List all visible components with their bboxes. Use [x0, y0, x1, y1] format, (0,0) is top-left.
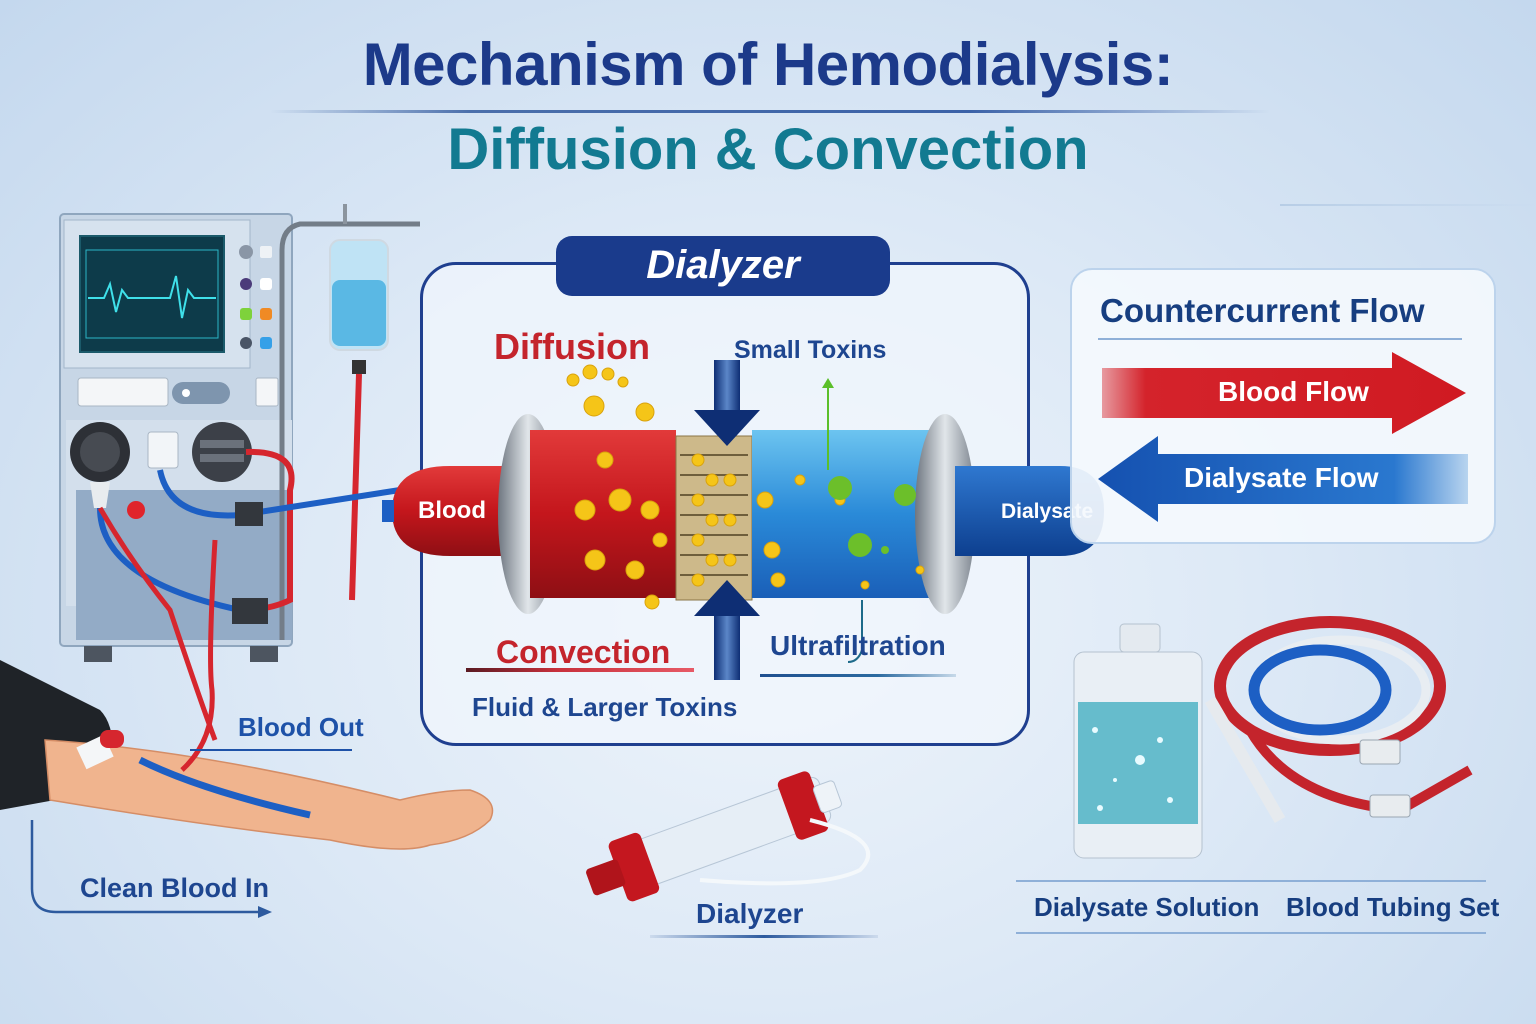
dialyzer-cartridge-label: Dialyzer [696, 898, 804, 929]
clean-blood-in-arrowhead-icon [258, 906, 272, 918]
dialyzer-panel-header: Dialyzer [556, 236, 890, 296]
dialysate-outlet-cap [955, 466, 1104, 556]
components-divider-bottom [1016, 932, 1486, 934]
right-end-ring [915, 414, 975, 614]
cannula-red-cap [100, 730, 124, 748]
diffusion-label: Diffusion [494, 326, 650, 367]
jug-cap [1119, 623, 1161, 653]
control-buttons [70, 245, 279, 519]
dialyzer-cross-section [382, 360, 1104, 680]
tubing-connector-2 [1369, 794, 1411, 818]
large-toxin-particles [828, 476, 916, 557]
pressure-arrow-down-icon [694, 360, 760, 446]
subtitle: Diffusion & Convection [447, 117, 1089, 182]
clean-blood-in-arrow-icon [30, 820, 262, 914]
blood-flow-label: Blood Flow [1218, 376, 1369, 407]
jug-bubbles [1092, 727, 1173, 811]
title-divider [270, 110, 1270, 113]
red-tubing-coil [1214, 616, 1446, 756]
fluid-larger-toxins-label: Fluid & Larger Toxins [472, 692, 738, 722]
convection-label: Convection [496, 634, 671, 670]
membrane-pores [680, 454, 748, 576]
ultrafiltration-arrow-icon [847, 600, 863, 663]
main-title: Mechanism of Hemodialysis: [362, 31, 1174, 98]
blue-tubing-coil [1248, 644, 1392, 736]
ultrafiltration-underline [760, 674, 956, 677]
monitor-screen [79, 235, 225, 353]
toxin-upward-arrow-icon [822, 378, 834, 470]
patient-arm-illustration [0, 539, 494, 918]
dialysis-machine-illustration [59, 204, 420, 741]
dialyzer-cartridge-illustration [586, 771, 871, 902]
dialysate-solution-illustration [1073, 623, 1203, 859]
cartridge-left-nozzle [586, 859, 626, 896]
convection-underline [466, 668, 694, 672]
dialysate-flow-arrow-icon [1098, 436, 1468, 522]
blood-tubing-lines [97, 448, 401, 741]
dialyzer-cartridge-underline [650, 935, 878, 938]
cartridge-right-nozzle [812, 780, 842, 813]
blood-tubing-set-illustration [1204, 616, 1473, 824]
background-divider [1280, 204, 1536, 206]
blood-out-label: Blood Out [238, 712, 364, 742]
blood-cap-label: Blood [418, 497, 486, 524]
iv-pole-and-bag [279, 204, 420, 640]
blood-inlet-cap [382, 466, 530, 556]
countercurrent-divider [1098, 338, 1462, 340]
blood-tubing-set-label: Blood Tubing Set [1286, 892, 1500, 922]
pressure-arrow-up-icon [694, 580, 760, 680]
cartridge-left-cap [608, 832, 660, 902]
components-divider-top [1016, 880, 1486, 882]
heartbeat-waveform [88, 275, 216, 319]
red-access-line [180, 539, 218, 772]
small-toxins-label: Small Toxins [734, 336, 887, 364]
blood-flow-arrow-icon [1102, 352, 1466, 434]
tubing-connector [1359, 739, 1401, 765]
blue-access-line [138, 756, 311, 819]
dialysate-flow-label: Dialysate Flow [1184, 462, 1379, 493]
clean-blood-in-label: Clean Blood In [80, 873, 269, 903]
white-tubing-tail [1204, 696, 1286, 824]
ultrafiltration-label: Ultrafiltration [770, 630, 946, 661]
dialysate-compartment [752, 430, 942, 598]
dialysate-solution-label: Dialysate Solution [1034, 892, 1260, 922]
countercurrent-title: Countercurrent Flow [1100, 292, 1425, 329]
cartridge-side-tubing [699, 818, 871, 886]
